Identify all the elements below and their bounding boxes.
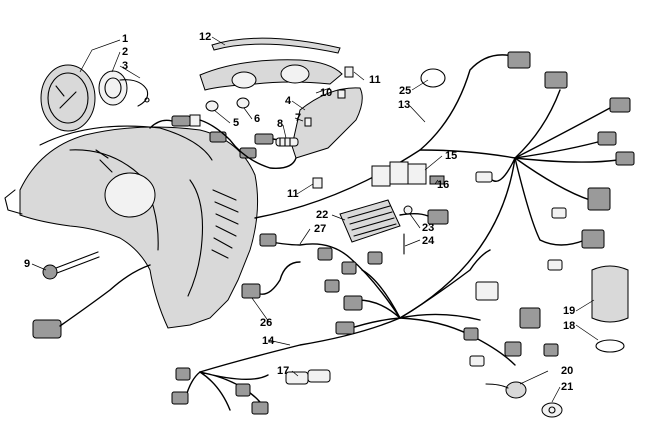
- resistor-part: [275, 137, 299, 147]
- callout-26: 26: [260, 317, 272, 329]
- headlight-harness: [32, 264, 151, 339]
- callout-18: 18: [563, 320, 575, 332]
- callout-12: 12: [199, 31, 211, 43]
- callout-20: 20: [561, 365, 573, 377]
- voltage-regulator: [339, 199, 449, 255]
- instrument-pod: [199, 59, 343, 91]
- leader-lines: [31, 36, 599, 403]
- callout-5: 5: [233, 117, 239, 129]
- callout-9: 9: [24, 258, 30, 270]
- callout-10: 10: [320, 87, 332, 99]
- callout-23: 23: [422, 222, 434, 234]
- bolt: [42, 251, 100, 280]
- relay-group: [371, 161, 445, 187]
- callout-11-upper: 11: [369, 74, 381, 86]
- callout-labels: 1 2 3 4 5 6 7 8 9 10 11 11 12 13 14 15 1…: [24, 31, 575, 393]
- callout-13: 13: [398, 99, 410, 111]
- callout-8: 8: [277, 118, 283, 130]
- side-panel: [291, 87, 363, 159]
- callout-16: 16: [437, 179, 449, 191]
- callout-27: 27: [314, 223, 326, 235]
- callout-1: 1: [122, 33, 128, 45]
- speed-sensor: [485, 381, 563, 418]
- callout-7: 7: [295, 112, 301, 124]
- callout-24: 24: [422, 235, 435, 247]
- callout-19: 19: [563, 305, 575, 317]
- callout-25: 25: [399, 85, 411, 97]
- callout-15: 15: [445, 150, 457, 162]
- callout-3: 3: [122, 60, 128, 72]
- callout-14: 14: [262, 335, 275, 347]
- callout-6: 6: [254, 113, 260, 125]
- callout-22: 22: [316, 209, 328, 221]
- headlight-assembly: [40, 64, 150, 132]
- lower-harness: [171, 233, 559, 415]
- hood-cowl: [4, 125, 259, 329]
- bulb-sockets: [149, 97, 297, 169]
- callout-17: 17: [277, 365, 289, 377]
- callout-4: 4: [285, 95, 292, 107]
- windshield-trim: [211, 37, 341, 54]
- callout-2: 2: [122, 46, 128, 58]
- callout-21: 21: [561, 381, 573, 393]
- callout-11-lower: 11: [287, 188, 299, 200]
- clips: [304, 66, 354, 189]
- sleeve-and-rings: [420, 68, 629, 353]
